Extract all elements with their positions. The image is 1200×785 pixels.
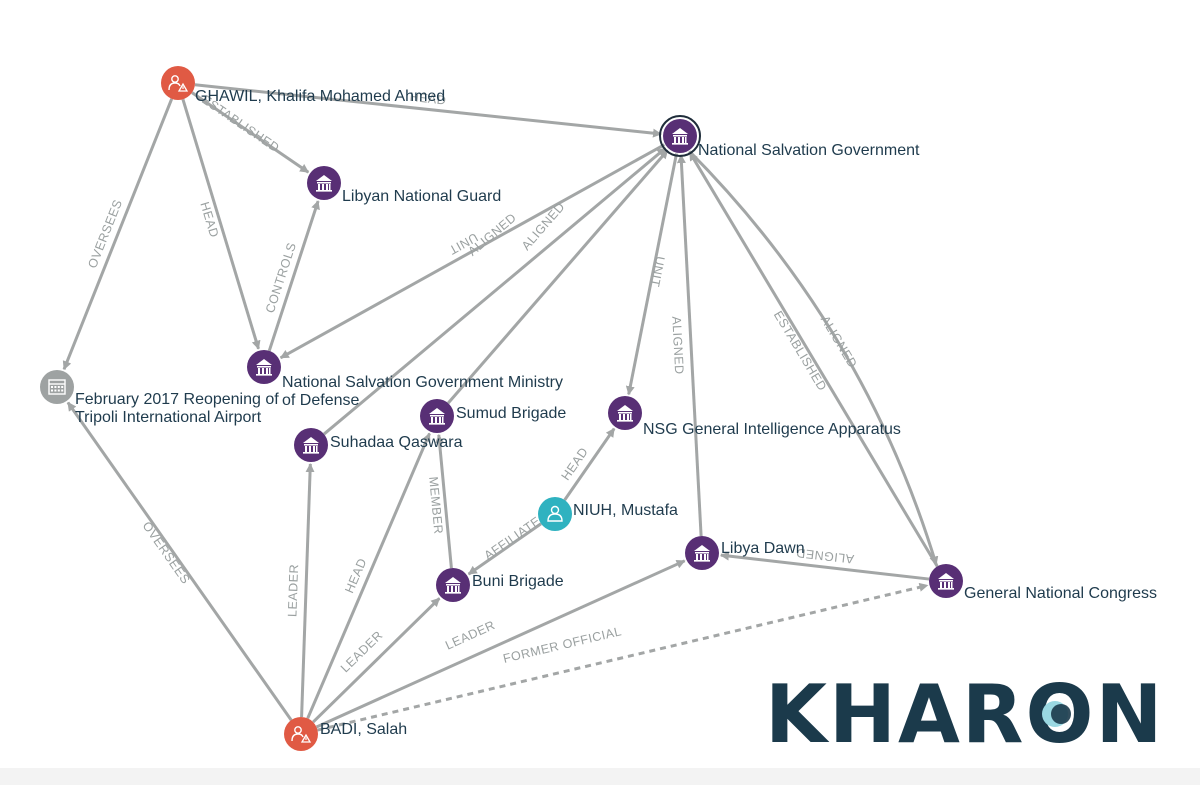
edge-line: [62, 98, 174, 371]
node-ghawil[interactable]: GHAWIL, Khalifa Mohamed Ahmed: [161, 66, 445, 105]
edge-line: [317, 582, 929, 732]
edge-line: [181, 98, 261, 350]
edge-label: UNIT: [647, 255, 667, 288]
node-badi[interactable]: BADI, Salah: [284, 717, 407, 751]
edge-label: OVERSEES: [139, 519, 192, 587]
government-building-icon: [303, 437, 319, 454]
edge-nsgmod-lng: CONTROLS: [263, 200, 320, 352]
edge-line: [688, 151, 939, 568]
edge-label: HEAD: [342, 556, 369, 595]
edge-line: [267, 200, 320, 352]
edge-line: [467, 522, 542, 576]
government-building-icon: [256, 359, 272, 376]
edge-label: ALIGNED: [519, 200, 568, 253]
edge-gnc-libyadawn: ALIGNED: [719, 546, 930, 581]
edge-line: [315, 559, 686, 729]
edge-line: [719, 551, 930, 581]
edge-badi-suhadaa: LEADER: [285, 463, 315, 718]
edge-line: [447, 149, 669, 405]
node-label: National Salvation Government: [698, 142, 920, 159]
node-label: BADI, Salah: [320, 721, 407, 738]
edge-line: [300, 463, 315, 718]
edge-line: [66, 401, 293, 721]
node-niuh[interactable]: NIUH, Mustafa: [538, 497, 678, 531]
node-label: Suhadaa Qaswara: [330, 434, 463, 451]
edge-line: [435, 434, 453, 569]
kharon-logo: KHARON: [765, 668, 1164, 761]
edge-label: FORMER OFFICIAL: [502, 624, 623, 666]
edge-buni-sumud: MEMBER: [426, 434, 453, 569]
edge-line: [676, 154, 703, 537]
edge-label: AFFILIATE: [482, 514, 544, 563]
government-building-icon: [445, 577, 461, 594]
node-buni[interactable]: Buni Brigade: [436, 568, 564, 602]
edge-badi-sumud: HEAD: [306, 432, 431, 719]
node-nsggia[interactable]: NSG General Intelligence Apparatus: [608, 396, 901, 438]
edge-line: [323, 147, 667, 436]
edge-nsg-nsggia: UNIT: [625, 152, 679, 396]
edge-niuh-nsggia: HEAD: [559, 427, 616, 501]
selection-ring: [659, 115, 701, 157]
node-label: Sumud Brigade: [456, 405, 566, 422]
node-label: Buni Brigade: [472, 573, 564, 590]
person-warning-icon: [168, 75, 189, 92]
person-icon: [547, 505, 563, 522]
edge-label: LEADER: [285, 564, 301, 617]
edge-ghawil-feb2017: OVERSEES: [62, 98, 174, 371]
node-libyadawn[interactable]: Libya Dawn: [685, 536, 805, 570]
government-building-icon: [938, 573, 954, 590]
edge-line: [306, 432, 431, 719]
logo-text: KHARON: [765, 668, 1164, 761]
government-building-icon: [429, 408, 445, 425]
edge-label: ALIGNED: [818, 313, 860, 370]
calendar-icon: [48, 379, 66, 395]
footer-band: [0, 768, 1200, 785]
node-label: Libya Dawn: [721, 540, 805, 557]
edge-line: [194, 83, 663, 138]
edge-label: ALIGNED: [795, 546, 855, 567]
node-label: Libyan National Guard: [342, 188, 501, 205]
node-gnc[interactable]: General National Congress: [929, 564, 1157, 602]
government-building-icon: [694, 545, 710, 562]
edge-label: HEAD: [559, 445, 591, 483]
edge-line: [687, 149, 939, 566]
edge-ghawil-nsg: HEAD: [194, 83, 663, 138]
edge-line: [312, 597, 441, 724]
edge-line: [279, 142, 666, 360]
edge-label: LEADER: [338, 628, 386, 675]
node-circle[interactable]: [40, 370, 74, 404]
edge-badi-feb2017: OVERSEES: [66, 401, 293, 721]
edge-gnc-nsg: ESTABLISHED: [688, 151, 939, 568]
edge-line: [191, 91, 310, 174]
node-sumud[interactable]: Sumud Brigade: [420, 399, 566, 433]
node-lng[interactable]: Libyan National Guard: [307, 166, 501, 205]
edge-label: MEMBER: [426, 476, 445, 535]
edge-line: [625, 152, 679, 396]
node-label: NIUH, Mustafa: [573, 502, 678, 519]
node-label: NSG General Intelligence Apparatus: [643, 421, 901, 438]
edge-label: HEAD: [197, 200, 221, 239]
edge-libyadawn-nsg: ALIGNED: [669, 154, 703, 537]
government-building-icon: [316, 175, 332, 192]
government-building-icon: [617, 405, 633, 422]
edge-label: LEADER: [443, 618, 497, 653]
node-label: General National Congress: [964, 585, 1157, 602]
edge-niuh-buni: AFFILIATE: [467, 514, 544, 576]
government-building-icon: [672, 128, 688, 145]
node-nsg[interactable]: National Salvation Government: [659, 115, 920, 159]
node-label: GHAWIL, Khalifa Mohamed Ahmed: [195, 88, 445, 105]
edge-line: [563, 427, 616, 501]
edge-label: ALIGNED: [669, 316, 686, 375]
person-warning-icon: [291, 726, 312, 743]
logo-dot-inner: [1051, 704, 1071, 724]
edge-label: HEAD: [409, 90, 447, 108]
node-suhadaa[interactable]: Suhadaa Qaswara: [294, 428, 463, 462]
